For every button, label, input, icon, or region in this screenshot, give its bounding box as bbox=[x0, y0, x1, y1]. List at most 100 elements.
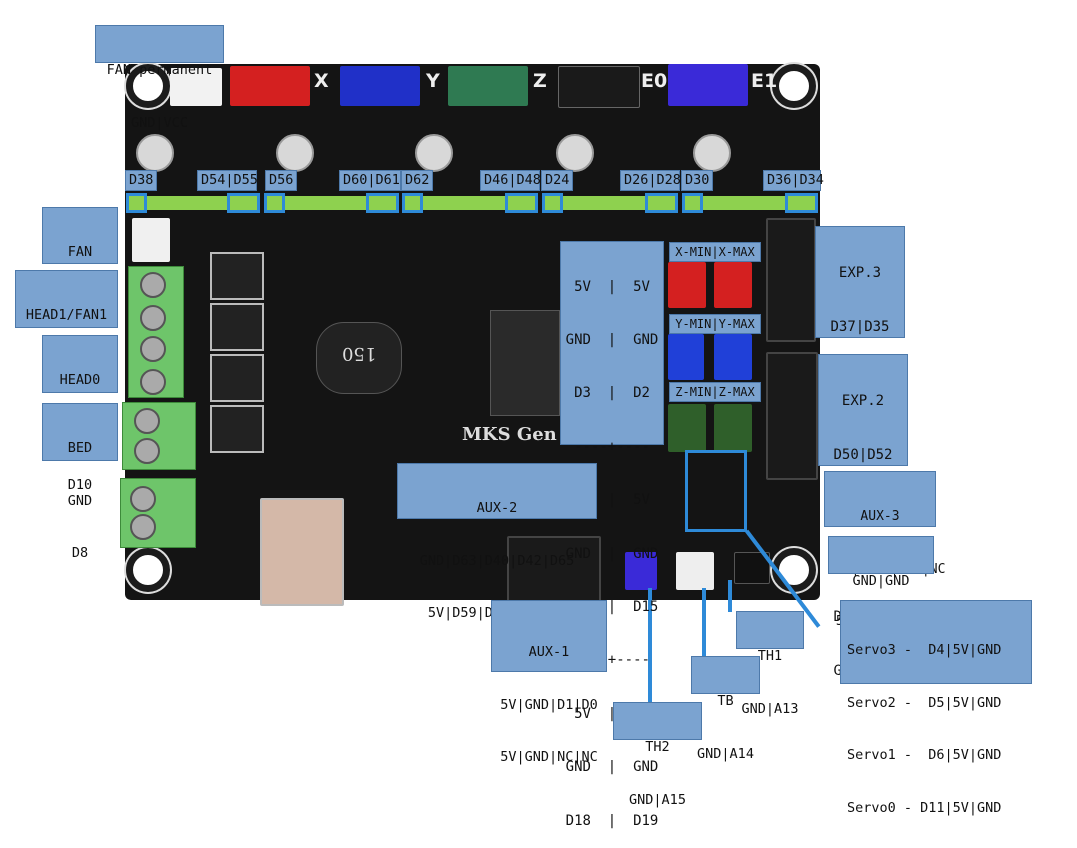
exp3-row: D37|D35 bbox=[830, 319, 890, 335]
endstop-pins-label: 5V | 5V GND | GND D3 | D2 ----+---- 5V |… bbox=[560, 241, 664, 829]
pin-highlight-d26-d28 bbox=[645, 193, 678, 213]
screw bbox=[134, 438, 160, 464]
aux1-row: 5V|GND|D1|D0 bbox=[500, 696, 598, 713]
servo-pins-label: Servo3 - D4|5V|GND Servo2 - D5|5V|GND Se… bbox=[840, 600, 1032, 816]
aux3-title: AUX-3 bbox=[860, 509, 900, 524]
usb-connector bbox=[260, 498, 344, 606]
stepper-pin-label-d36-d34: D36|D34 bbox=[763, 170, 824, 191]
pin-highlight-d38 bbox=[126, 193, 147, 213]
bed-pin: D8 bbox=[71, 545, 89, 561]
pin-highlight-d60-d61 bbox=[366, 193, 399, 213]
tb-connector bbox=[676, 552, 714, 590]
screw bbox=[140, 305, 166, 331]
fan-label: FAN GND D9 bbox=[42, 207, 118, 365]
bed-terminal bbox=[122, 402, 196, 470]
z-motor-connector bbox=[448, 66, 528, 106]
tb-label: TB GND|A14 bbox=[691, 656, 760, 762]
endstop-x-signal: D3 | D2 bbox=[574, 385, 650, 402]
x-minmax-label: X-MIN|X-MAX bbox=[669, 242, 761, 262]
head0-pin: D10 bbox=[67, 477, 93, 493]
aux1-header bbox=[507, 536, 601, 602]
e0-axis-marker: E0 bbox=[641, 70, 668, 92]
leader-line-th1 bbox=[728, 580, 732, 612]
e1-motor-connector bbox=[668, 64, 748, 106]
stepper-pin-label-d30: D30 bbox=[681, 170, 713, 191]
bed-label: BED GND D8 bbox=[42, 403, 118, 561]
exp3-title: EXP.3 bbox=[838, 265, 882, 281]
mosfet bbox=[210, 354, 264, 402]
th1-title: TH1 bbox=[757, 648, 783, 664]
mosfet bbox=[210, 405, 264, 453]
pin-highlight-d36-d34 bbox=[785, 193, 818, 213]
power-input-terminal bbox=[120, 478, 196, 548]
endstop-z-signal: D18 | D19 bbox=[565, 812, 659, 829]
pin-highlight-d54-d55 bbox=[227, 193, 260, 213]
stepper-pin-row-e0 bbox=[544, 196, 676, 210]
servo-header-highlight bbox=[685, 450, 747, 532]
y-axis-marker: Y bbox=[426, 70, 440, 92]
endstop-x-gnd: GND | GND bbox=[565, 331, 659, 348]
th2-pins: GND|A15 bbox=[629, 791, 686, 808]
stepper-pin-label-d46-d48: D46|D48 bbox=[480, 170, 541, 191]
gnd-5v-label: GND|GND 5V|5V bbox=[828, 536, 934, 642]
board-name: MKS Gen bbox=[462, 424, 557, 445]
capacitor bbox=[415, 134, 453, 172]
servo0-row: Servo0 - D11|5V|GND bbox=[847, 799, 1002, 816]
inductor-marking: 150 bbox=[342, 343, 377, 364]
z-minmax-label: Z-MIN|Z-MAX bbox=[669, 382, 761, 402]
th1-label: TH1 GND|A13 bbox=[736, 611, 804, 717]
servo2-row: Servo2 - D5|5V|GND bbox=[847, 694, 1002, 711]
x-motor-connector bbox=[230, 66, 310, 106]
mounting-hole-top-right bbox=[772, 64, 816, 108]
exp2-label: EXP.2 D50|D52 D31|D53 D33|D51 D49|RST GN… bbox=[818, 354, 908, 679]
y-max-endstop bbox=[714, 334, 752, 380]
screw bbox=[130, 514, 156, 540]
endstop-separator: ----+---- bbox=[574, 438, 650, 455]
capacitor bbox=[693, 134, 731, 172]
stepper-pin-label-d60-d61: D60|D61 bbox=[339, 170, 401, 191]
head1-label: HEAD1/FAN1 GND D7 bbox=[15, 270, 118, 428]
tb-title: TB bbox=[717, 693, 734, 709]
mosfet bbox=[210, 252, 264, 300]
screw bbox=[130, 486, 156, 512]
aux2-row: GND|D63|D40|D42|D65 bbox=[419, 552, 575, 569]
aux2-label: AUX-2 GND|D63|D40|D42|D65 5V|D59|D64|D44… bbox=[397, 463, 597, 621]
stepper-pin-label-d62: D62 bbox=[401, 170, 433, 191]
fan-permanent-title: FAN permanent bbox=[106, 62, 213, 78]
pin-highlight-d24 bbox=[542, 193, 563, 213]
bed-gnd: GND bbox=[67, 492, 93, 509]
stepper-pin-label-d24: D24 bbox=[541, 170, 573, 191]
y-minmax-label: Y-MIN|Y-MAX bbox=[669, 314, 761, 334]
x-min-endstop bbox=[668, 262, 706, 308]
head0-label: HEAD0 GND D10 bbox=[42, 335, 118, 493]
leader-line-th2 bbox=[648, 588, 652, 704]
th2-connector bbox=[625, 552, 657, 590]
head0-title: HEAD0 bbox=[59, 372, 101, 388]
fan-permanent-pins: GND|VCC bbox=[131, 114, 188, 131]
stepper-pin-row-z bbox=[404, 196, 536, 210]
exp2-header bbox=[766, 352, 818, 480]
gnd-row: GND|GND bbox=[852, 573, 910, 589]
mounting-hole-bottom-left bbox=[126, 548, 170, 592]
z-min-endstop bbox=[668, 404, 706, 452]
x-axis-marker: X bbox=[314, 70, 329, 92]
y-motor-connector bbox=[340, 66, 420, 106]
aux1-row: 5V|GND|NC|NC bbox=[500, 749, 598, 765]
servo3-row: Servo3 - D4|5V|GND bbox=[847, 642, 1002, 658]
z-axis-marker: Z bbox=[533, 70, 547, 92]
stepper-pin-label-d38: D38 bbox=[125, 170, 157, 191]
aux2-title: AUX-2 bbox=[476, 500, 518, 516]
head1-title: HEAD1/FAN1 bbox=[25, 307, 108, 323]
bed-title: BED bbox=[67, 440, 93, 456]
servo1-row: Servo1 - D6|5V|GND bbox=[847, 747, 1002, 763]
capacitor bbox=[276, 134, 314, 172]
stepper-pin-label-d26-d28: D26|D28 bbox=[620, 170, 681, 191]
exp2-row: D50|D52 bbox=[833, 447, 893, 463]
screw bbox=[134, 408, 160, 434]
x-max-endstop bbox=[714, 262, 752, 308]
stepper-pin-row-x bbox=[128, 196, 258, 210]
endstop-y-gnd: GND | GND bbox=[565, 545, 659, 562]
screw bbox=[140, 272, 166, 298]
atmega2560-chip bbox=[490, 310, 560, 416]
endstop-x-5v: 5V | 5V bbox=[574, 278, 650, 295]
